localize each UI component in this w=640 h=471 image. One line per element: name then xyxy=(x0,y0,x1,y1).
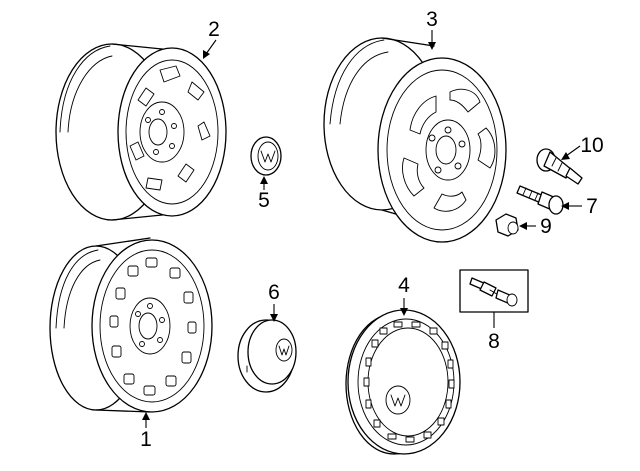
callout-10: 10 xyxy=(580,134,603,157)
callout-9: 9 xyxy=(540,215,552,238)
part-9-lug-nut xyxy=(495,213,519,237)
callout-4: 4 xyxy=(398,274,410,297)
callout-2: 2 xyxy=(208,18,220,41)
callout-3: 3 xyxy=(426,8,438,31)
callout-7: 7 xyxy=(586,195,598,218)
callout-arrows xyxy=(142,30,582,428)
part-6-hub-cap xyxy=(237,319,297,393)
part-3-alloy-wheel xyxy=(323,37,507,243)
part-10-valve-stem xyxy=(536,148,583,185)
callout-8: 8 xyxy=(488,330,500,353)
part-5-center-cap xyxy=(250,136,282,176)
part-2-steel-wheel xyxy=(55,43,227,221)
part-7-lug-bolt xyxy=(516,185,564,215)
part-1-steel-wheel xyxy=(49,237,213,413)
callout-1: 1 xyxy=(140,428,152,451)
part-8-hardware-kit xyxy=(459,269,529,313)
part-4-wheel-cover xyxy=(345,309,461,455)
callout-5: 5 xyxy=(258,189,270,212)
callout-6: 6 xyxy=(268,281,280,304)
